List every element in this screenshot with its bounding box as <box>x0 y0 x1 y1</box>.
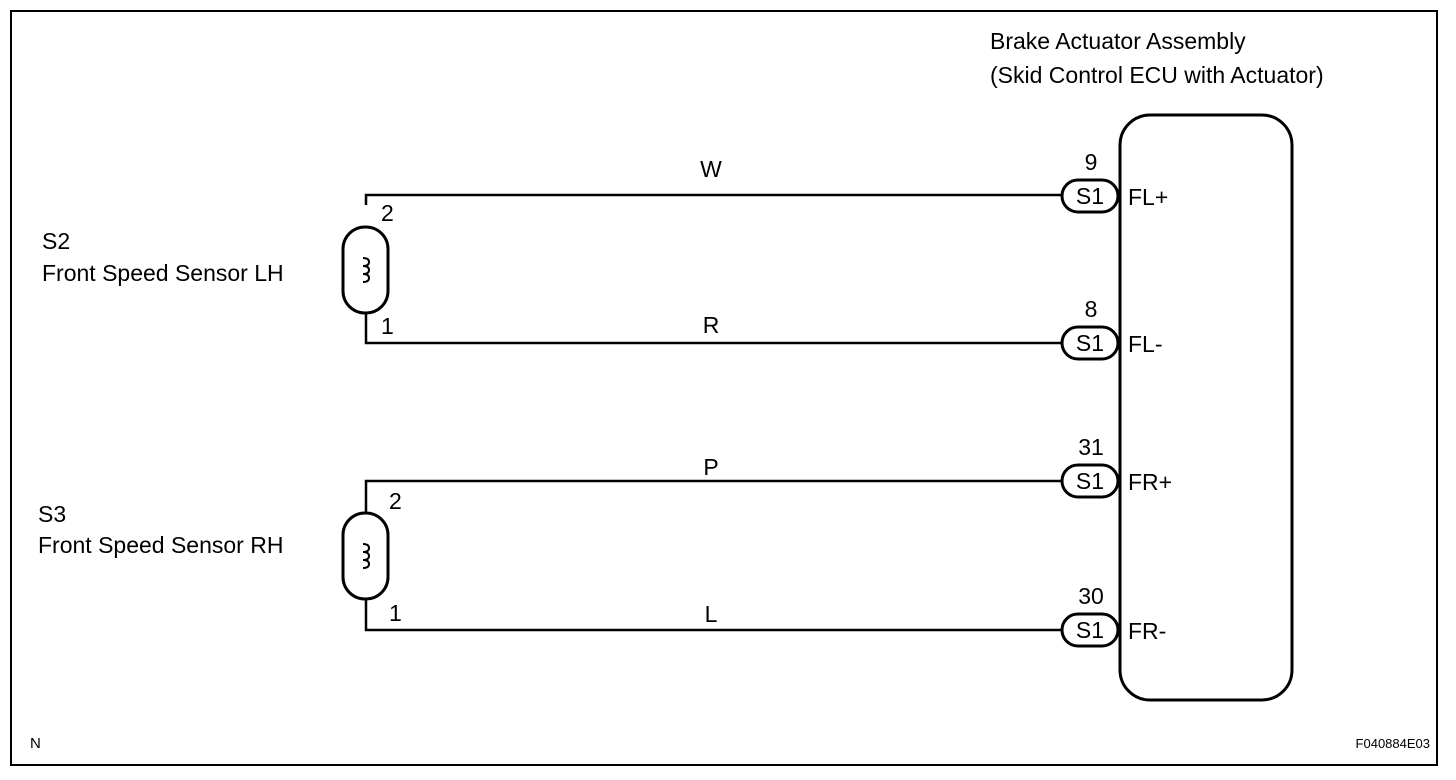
speed-sensor-rh-body <box>341 511 390 601</box>
connector-code: S1 <box>1076 183 1104 209</box>
connector-pill <box>1060 178 1120 214</box>
connector-code: S1 <box>1076 330 1104 356</box>
coil-icon <box>362 257 371 283</box>
figure-code: F040884E03 <box>1356 736 1430 751</box>
pin-number: 31 <box>1078 434 1104 460</box>
pin-number: 9 <box>1085 149 1098 175</box>
pin-number: 8 <box>1085 296 1098 322</box>
sensor-rh-code: S3 <box>38 501 66 527</box>
sensor-rh-pin-bottom: 1 <box>389 600 402 626</box>
ecu-title-line2: (Skid Control ECU with Actuator) <box>990 62 1324 88</box>
sensor-lh-name: Front Speed Sensor LH <box>42 260 284 286</box>
terminal-name: FL- <box>1128 331 1163 357</box>
connector-pill <box>1060 612 1120 648</box>
sensor-rh-name: Front Speed Sensor RH <box>38 532 283 558</box>
sensor-lh-pin-top: 2 <box>381 200 394 226</box>
connector-pill <box>1060 463 1120 499</box>
connector-code: S1 <box>1076 617 1104 643</box>
ecu-title-line1: Brake Actuator Assembly <box>990 28 1246 54</box>
pin-number: 30 <box>1078 583 1104 609</box>
sensor-lh-code: S2 <box>42 228 70 254</box>
wire-p <box>364 479 1062 512</box>
wire-color-label: P <box>703 454 718 480</box>
wire-color-label: W <box>700 156 722 182</box>
footer-left-mark: N <box>30 735 41 752</box>
wire-color-label: L <box>705 601 718 627</box>
sensor-rh-pin-top: 2 <box>389 488 402 514</box>
terminal-name: FR- <box>1128 618 1166 644</box>
terminal-name: FL+ <box>1128 184 1168 210</box>
connector-pill <box>1060 325 1120 361</box>
connector-code: S1 <box>1076 468 1104 494</box>
diagram-frame <box>10 10 1438 766</box>
terminal-name: FR+ <box>1128 469 1172 495</box>
coil-icon <box>362 543 371 569</box>
speed-sensor-lh-body <box>341 225 390 315</box>
wire-l <box>364 597 1062 632</box>
wire-w <box>364 193 1062 205</box>
wire-color-label: R <box>703 312 720 338</box>
wire-r <box>364 310 1062 345</box>
sensor-lh-pin-bottom: 1 <box>381 313 394 339</box>
ecu-box <box>1118 113 1294 702</box>
